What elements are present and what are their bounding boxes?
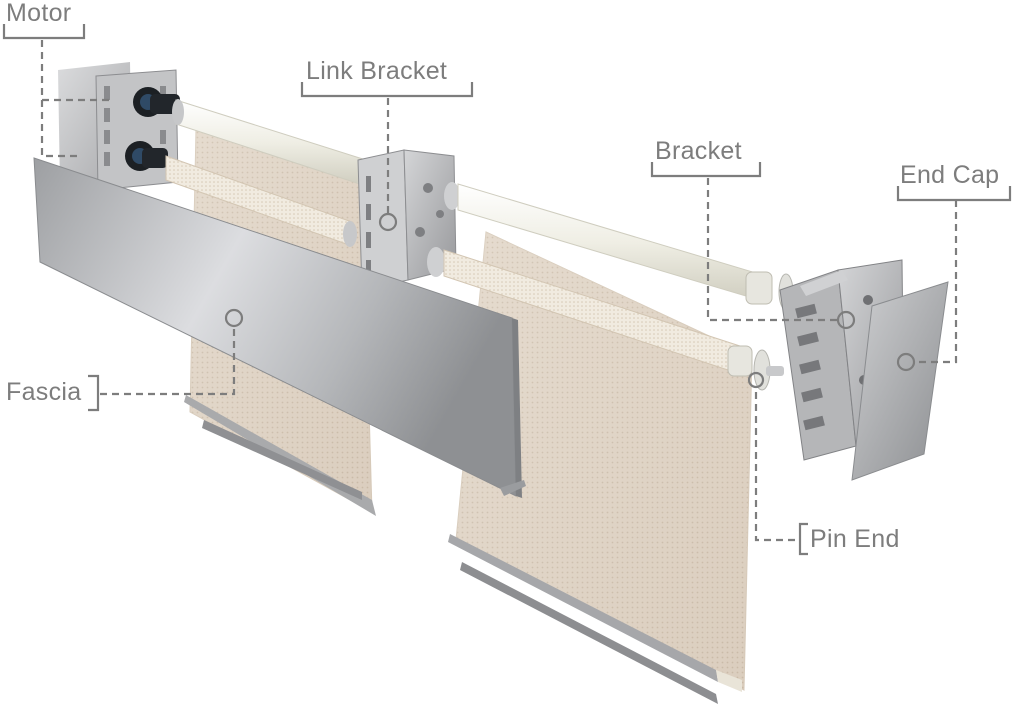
pin-end-label: Pin End — [810, 525, 900, 553]
motor-leader — [40, 40, 82, 158]
bracket-label-bracket — [650, 162, 762, 178]
end-cap-marker — [896, 352, 916, 372]
fascia-label: Fascia — [6, 378, 82, 406]
leader-lines — [40, 40, 958, 542]
pin-end-marker — [747, 371, 765, 389]
fascia-leader — [100, 326, 236, 396]
motor-label-bracket — [2, 24, 86, 40]
bracket-marker — [836, 310, 856, 330]
fascia-panel — [33, 157, 526, 498]
end-cap-label: End Cap — [900, 161, 1000, 189]
bracket-leader — [706, 178, 840, 322]
end-cap-leader — [914, 200, 958, 364]
fascia-marker — [224, 308, 244, 328]
end-cap — [851, 281, 949, 481]
link-bracket-label-bracket — [300, 82, 474, 98]
link-bracket-marker — [378, 212, 398, 232]
end-cap-label-bracket — [896, 186, 1012, 202]
lower-left-roller — [165, 155, 357, 247]
pin-end-label-bracket — [798, 522, 808, 556]
pin-end-leader — [754, 392, 796, 542]
motor-bracket — [58, 62, 179, 191]
leader-markers — [224, 212, 916, 389]
label-brackets — [2, 24, 1012, 556]
fascia-label-bracket — [88, 374, 100, 412]
bracket-label: Bracket — [655, 137, 742, 165]
lower-right-roller — [427, 247, 784, 391]
motor-label: Motor — [6, 0, 72, 27]
link-bracket — [357, 149, 457, 291]
motor-lower — [125, 141, 168, 171]
link-bracket-label: Link Bracket — [306, 57, 448, 85]
